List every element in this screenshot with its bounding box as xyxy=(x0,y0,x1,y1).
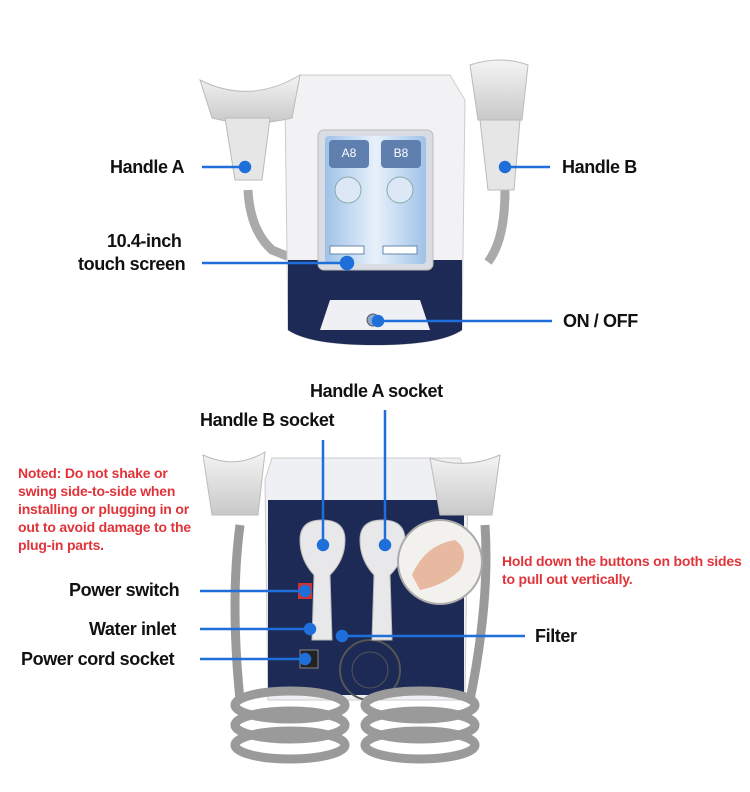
hold-buttons-note: Hold down the buttons on both sides to p… xyxy=(502,553,742,587)
label-water-inlet: Water inlet xyxy=(89,619,176,639)
label-handle-b: Handle B xyxy=(562,157,637,177)
label-on-off: ON / OFF xyxy=(563,311,638,331)
label-power-switch: Power switch xyxy=(69,580,180,600)
screen-channel-a: A8 xyxy=(341,146,357,160)
warning-note: Noted: Do not shake or swing side-to-sid… xyxy=(18,465,191,553)
label-touch-screen-size: 10.4-inch xyxy=(107,231,182,251)
front-machine xyxy=(199,59,529,346)
label-touch-screen: touch screen xyxy=(78,254,186,274)
label-handle-a-socket: Handle A socket xyxy=(310,381,443,401)
label-handle-b-socket: Handle B socket xyxy=(200,410,335,430)
screen-channel-b: B8 xyxy=(393,146,409,160)
back-machine xyxy=(202,451,501,764)
handle-b-inserted xyxy=(299,519,346,641)
label-power-cord-socket: Power cord socket xyxy=(21,649,175,669)
callout-lines xyxy=(200,160,552,666)
label-filter: Filter xyxy=(535,626,577,646)
label-handle-a: Handle A xyxy=(110,157,185,177)
